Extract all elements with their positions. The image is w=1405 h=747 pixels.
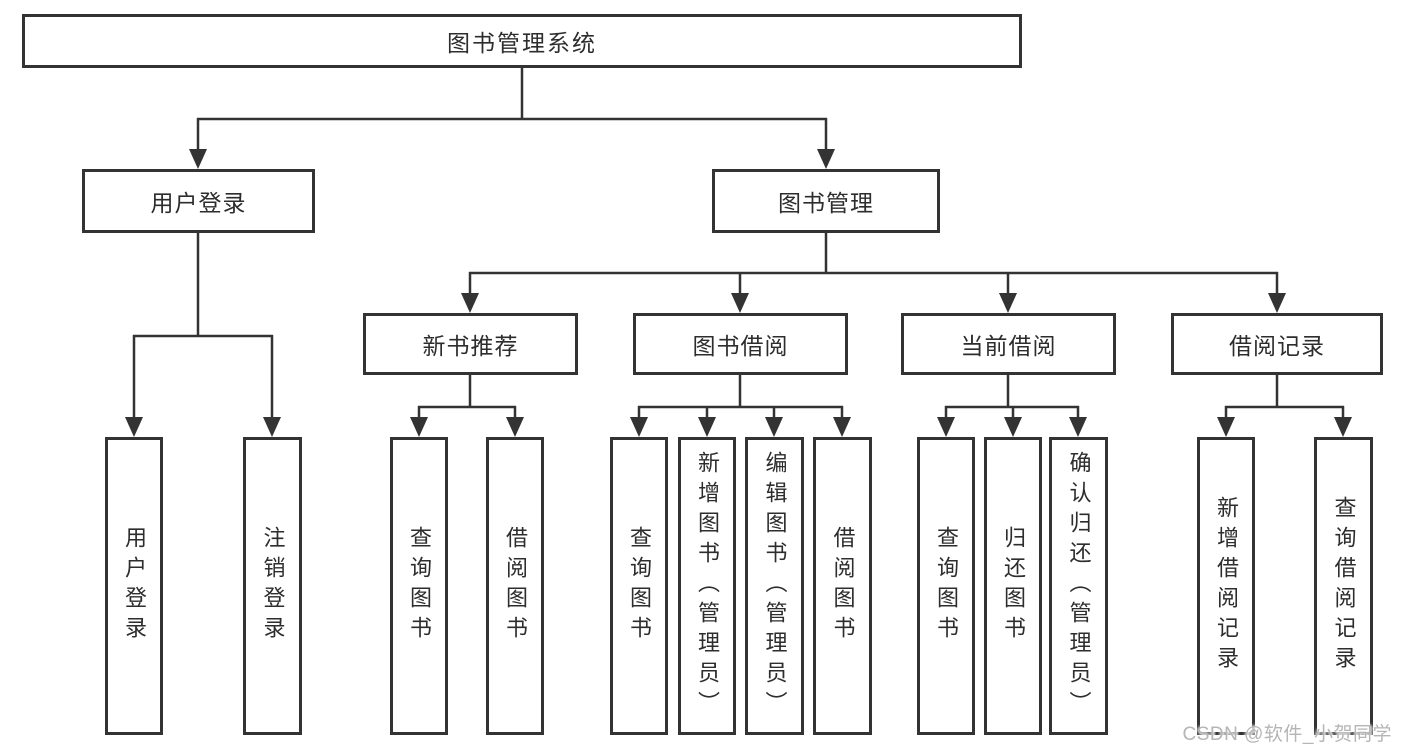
- connector-root-to-level2: [189, 68, 835, 169]
- leaf-bb-query-books: 查询图书: [610, 437, 668, 735]
- leaf-bb-borrow-books: 借阅图书: [813, 437, 872, 735]
- leaf-br-add-record: 新增借阅记录: [1197, 437, 1255, 735]
- node-user-login: 用户登录: [82, 169, 315, 233]
- leaf-cb-confirm-return-admin: 确认归还（管理员）: [1049, 437, 1108, 735]
- connector-new-book-children: [410, 375, 524, 437]
- watermark: CSDN @软件_小贺同学: [1182, 724, 1392, 745]
- connector-book-borrowing-children: [630, 375, 851, 437]
- node-new-book-recommend: 新书推荐: [363, 313, 578, 375]
- leaf-cb-query-books: 查询图书: [917, 437, 975, 735]
- leaf-bb-edit-books-admin: 编辑图书（管理员）: [745, 437, 804, 735]
- node-root: 图书管理系统: [22, 14, 1022, 68]
- leaf-cb-return-books: 归还图书: [984, 437, 1042, 735]
- node-book-borrowing: 图书借阅: [633, 313, 848, 375]
- leaf-nb-query-books: 查询图书: [390, 437, 448, 735]
- connector-borrowing-records-children: [1217, 375, 1352, 437]
- node-borrowing-records: 借阅记录: [1171, 313, 1383, 375]
- node-book-management: 图书管理: [712, 169, 940, 233]
- leaf-bb-add-books-admin: 新增图书（管理员）: [678, 437, 736, 735]
- leaf-logout-login: 注销登录: [243, 437, 302, 735]
- leaf-nb-borrow-books: 借阅图书: [486, 437, 544, 735]
- leaf-user-login: 用户登录: [105, 437, 163, 735]
- connector-current-borrowing-children: [937, 375, 1087, 437]
- connector-user-login-children: [125, 233, 281, 437]
- connector-book-management-sections: [461, 233, 1286, 313]
- node-current-borrowing: 当前借阅: [901, 313, 1116, 375]
- leaf-br-query-record: 查询借阅记录: [1314, 437, 1373, 735]
